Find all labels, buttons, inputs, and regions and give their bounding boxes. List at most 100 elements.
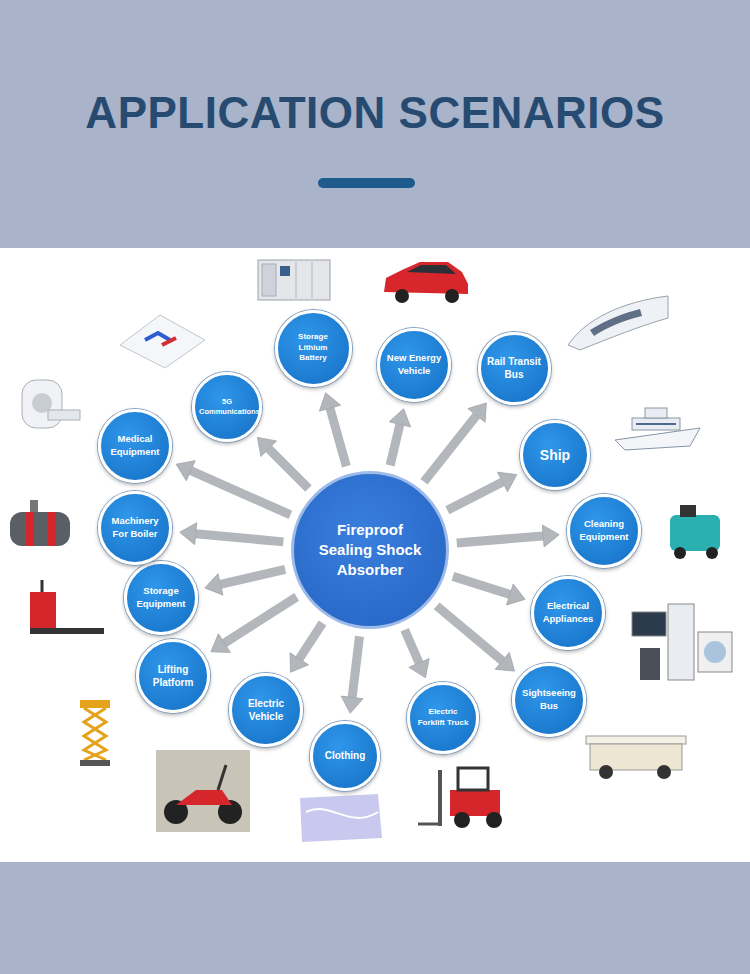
cleaning-machine-icon-part [680, 505, 696, 517]
car-icon-part [407, 265, 456, 274]
scissor-lift-icon-part [84, 708, 106, 760]
battery-container-icon-part [312, 262, 313, 298]
forklift-icon-part [454, 812, 470, 828]
scenario-circle: Storage Lithium Battery [275, 310, 352, 387]
car-icon [384, 262, 468, 303]
car-icon-part [395, 289, 409, 303]
scenario-label: Medical Equipment [106, 433, 164, 459]
arrow-shaft [405, 630, 419, 663]
appliances-icon [632, 604, 732, 680]
arrow-shaft [437, 606, 503, 661]
scenario-label: Machinery For Boiler [106, 515, 164, 541]
arrow-head [319, 393, 340, 411]
forklift-icon [418, 768, 502, 828]
arrow-head [341, 696, 363, 713]
scenario-label: Clothing [325, 749, 366, 763]
pallet-truck-icon [30, 580, 104, 634]
arrow-connector [211, 597, 297, 653]
sightseeing-bus-icon-part [657, 765, 671, 779]
pallet-truck-icon-part [30, 592, 56, 628]
appliances-icon-part [668, 604, 694, 680]
battery-container-icon-part [262, 264, 276, 296]
arrow-head [409, 659, 429, 678]
scenario-circle: Medical Equipment [98, 409, 172, 483]
train-icon-part [590, 309, 642, 336]
appliances-icon-part [704, 641, 726, 663]
scenario-label: Storage Lithium Battery [284, 332, 342, 364]
arrow-head [176, 461, 195, 481]
arrow-head [468, 403, 487, 422]
appliances-icon-part [640, 648, 660, 680]
arrow-connector [453, 576, 525, 605]
cleaning-machine-icon [670, 505, 720, 559]
scenario-circle: Cleaning Equipment [567, 494, 641, 568]
arrow-head [180, 523, 197, 545]
ship-icon [615, 408, 700, 450]
arrow-connector [447, 472, 516, 510]
arrow-head [495, 652, 514, 671]
scissor-lift-icon-part [84, 708, 106, 760]
arrow-shaft [424, 415, 476, 481]
arrow-connector [389, 409, 410, 466]
appliances-icon-part [698, 632, 732, 672]
scenario-circle: New Energy Vehicle [377, 328, 451, 402]
ship-icon-part [632, 418, 680, 430]
5g-sign-icon-part [162, 338, 176, 345]
arrow-shaft [457, 536, 543, 543]
forklift-icon-part [418, 823, 440, 826]
scenario-circle: Sightseeing Bus [512, 663, 586, 737]
cleaning-machine-icon-part [674, 547, 686, 559]
arrow-shaft [269, 449, 309, 489]
scissor-lift-icon [80, 700, 110, 766]
arrow-connector [319, 393, 346, 467]
arrow-connector [424, 403, 486, 482]
arrow-head [205, 574, 223, 595]
scenario-circle: Ship [520, 420, 590, 490]
boiler-icon-part [10, 512, 70, 546]
forklift-icon-part [450, 790, 500, 816]
sightseeing-bus-icon-part [599, 765, 613, 779]
hub-label: Fireproof Sealing Shock Absorber [311, 520, 429, 581]
scooter-photo [156, 750, 250, 832]
arrow-head [389, 409, 410, 427]
scenario-circle: 5G Communications [192, 372, 262, 442]
scenario-label: Electric Forklift Truck [414, 707, 472, 729]
scenario-label: Electric Vehicle [237, 697, 295, 724]
mri-scanner-icon-part [22, 380, 62, 428]
5g-sign-icon [120, 315, 205, 368]
scenario-label: Ship [540, 446, 570, 465]
sightseeing-bus-icon [586, 736, 686, 779]
ship-icon-part [645, 408, 667, 418]
arrow-connector [176, 461, 290, 515]
arrow-shaft [390, 424, 400, 465]
arrow-head [290, 653, 308, 672]
pallet-truck-icon-part [41, 580, 44, 592]
scenario-label: Sightseeing Bus [520, 687, 578, 713]
scenario-circle: Lifting Platform [136, 639, 210, 713]
ship-icon-part [636, 423, 676, 425]
battery-container-icon-part [258, 260, 330, 300]
scenario-circle: Machinery For Boiler [98, 491, 172, 565]
mri-scanner-icon-part [48, 410, 80, 420]
battery-container-icon [258, 260, 330, 300]
arrow-connector [180, 523, 284, 545]
arrow-connector [290, 623, 323, 672]
cleaning-machine-icon-part [670, 515, 720, 551]
scooter-photo-part [176, 790, 232, 805]
mri-scanner-icon [22, 380, 80, 428]
boiler-icon-part [30, 500, 38, 512]
scenario-label: Storage Equipment [132, 585, 190, 611]
scenario-circle: Electric Vehicle [229, 673, 303, 747]
page-title: APPLICATION SCENARIOS [0, 88, 750, 138]
fabric-swatch [300, 794, 382, 842]
sightseeing-bus-icon-part [586, 736, 686, 744]
scooter-photo-part [156, 750, 250, 832]
cleaning-machine-icon-part [706, 547, 718, 559]
battery-container-icon-part [280, 266, 290, 276]
fabric-swatch-part [300, 794, 382, 842]
fabric-swatch-part [306, 809, 378, 818]
scooter-photo-part [218, 765, 226, 790]
boiler-icon-part [26, 512, 34, 546]
arrow-shaft [220, 569, 285, 584]
arrow-shaft [191, 471, 291, 515]
